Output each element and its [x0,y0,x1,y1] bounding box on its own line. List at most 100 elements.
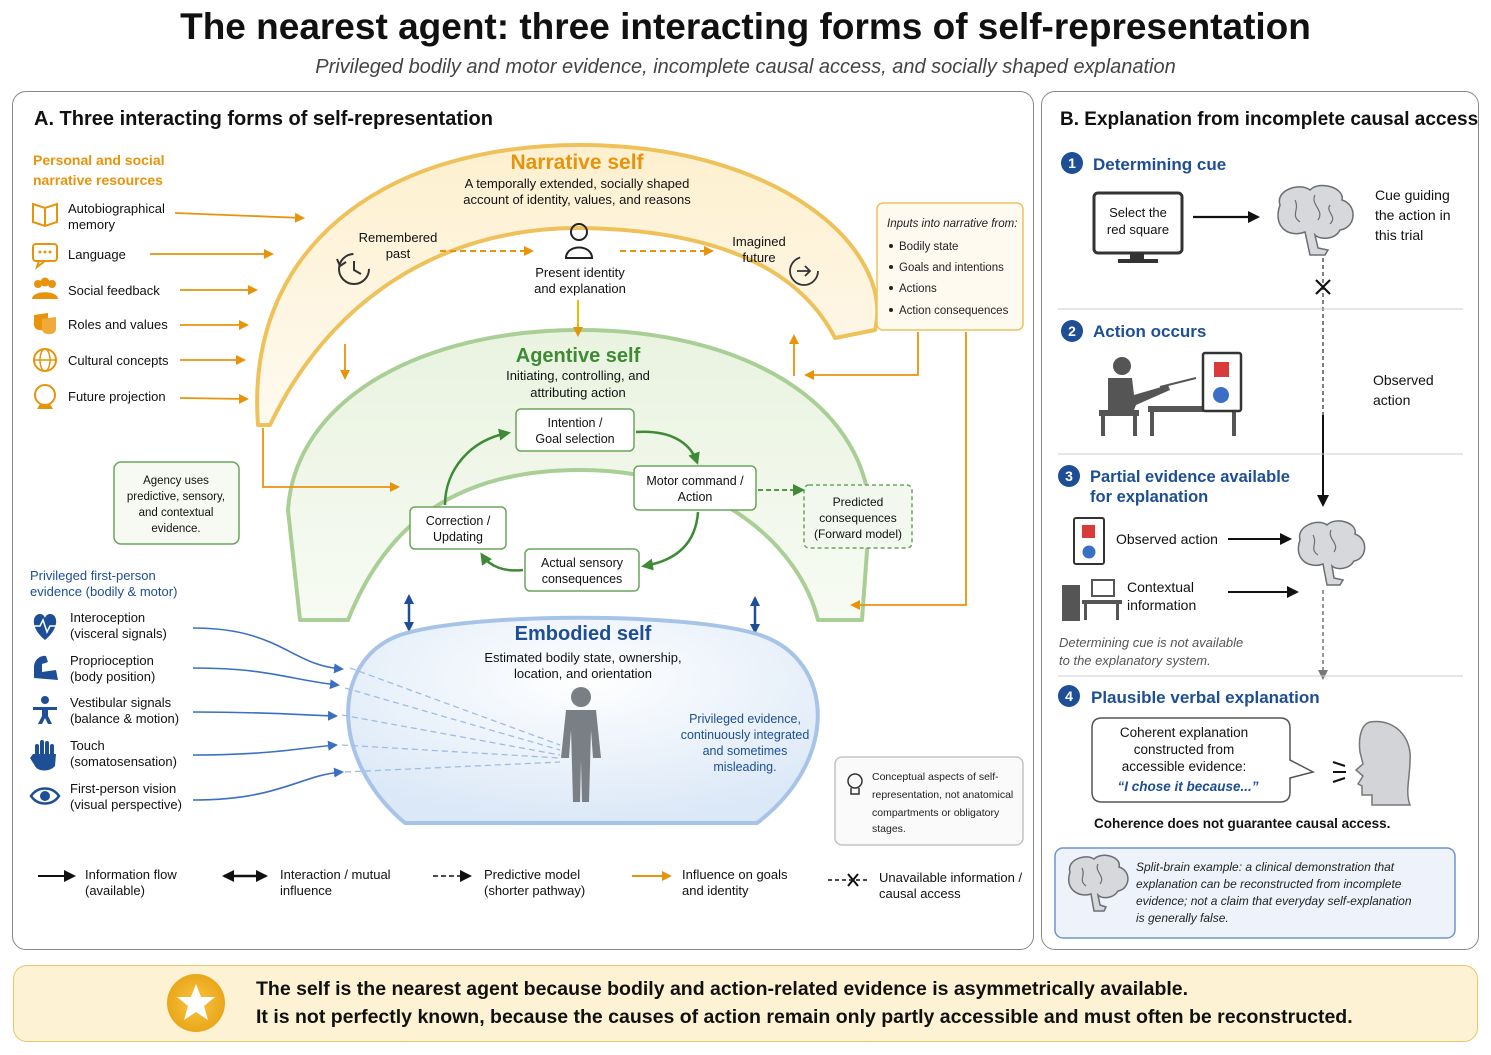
predicted-box [803,484,913,549]
resources-heading-2: narrative resources [33,172,163,188]
legend-3b: (shorter pathway) [484,883,585,898]
panel-a-title: A. Three interacting forms of self-repre… [34,108,493,130]
bubble-quote: “I chose it because...” [1117,779,1258,794]
step3-context-1: Contextual [1127,579,1194,595]
resource-label-1b: memory [68,217,115,232]
resource-label-1a: Autobiographical [68,201,165,216]
bullet [889,308,893,312]
footer-line-1: The self is the nearest agent because bo… [256,978,1189,1000]
human-figure-icon [561,687,601,802]
star-badge-icon [167,974,225,1032]
embodied-note-1: Privileged evidence, [689,712,801,726]
bullet [889,244,893,248]
observed-action-icon [1073,517,1105,565]
evidence-arrow-4 [192,740,338,756]
concept-note-1: Conceptual aspects of self- [872,771,999,783]
resource-arrow-1 [174,212,305,223]
future-arrow-icon [789,256,819,286]
sensory-line1: Actual sensory [541,556,624,570]
embodied-self-desc-2: location, and orientation [514,666,652,681]
remembered-past-line1: Remembered [359,230,438,245]
step2-badge [1061,320,1083,342]
panel-b-title: B. Explanation from incomplete causal ac… [1060,109,1478,130]
narrative-self-desc-2: account of identity, values, and reasons [463,192,691,207]
motor-to-sensory-arrow [641,511,700,571]
predicted-line3: (Forward model) [814,527,902,541]
embodied-note-3: and sometimes [703,744,788,758]
embodied-self-desc-1: Estimated bodily state, ownership, [484,650,681,665]
step1-num: 1 [1068,155,1076,171]
evidence-label-3a: Vestibular signals [70,695,172,710]
legend-4b: and identity [682,883,749,898]
present-identity-line1: Present identity [535,265,625,280]
evidence-label-2b: (body position) [70,669,155,684]
embodied-note-4: misleading. [713,760,776,774]
agency-note-1: Agency uses [143,475,209,487]
page-title: The nearest agent: three interacting for… [180,6,1311,47]
predicted-line2: consequences [819,511,896,525]
heart-icon [33,614,57,640]
concept-note-box [834,756,1024,846]
resource-arrow-6 [179,393,249,404]
embodied-self-title: Embodied self [515,623,652,645]
correction-to-intention-arrow [443,428,511,506]
resource-label-6: Future projection [68,389,166,404]
evidence-label-4b: (somatosensation) [70,754,177,769]
book-icon [32,202,58,228]
evidence-label-1a: Interoception [70,610,145,625]
split-brain-box [1054,847,1456,939]
step2-title: Action occurs [1093,322,1206,341]
narrative-to-agency-arrow [262,428,400,492]
blocked-dashed-icon [828,873,868,887]
step3-note-1: Determining cue is not available [1059,635,1243,650]
intention-box [515,408,635,452]
resource-label-5: Cultural concepts [68,353,169,368]
evidence-label-1b: (visceral signals) [70,626,167,641]
split-brain-1: Split-brain example: a clinical demonstr… [1136,860,1395,874]
evidence-label-3b: (balance & motion) [70,711,179,726]
inputs-item-2: Goals and intentions [899,262,1004,274]
step1-badge [1061,152,1083,174]
inputs-to-agentive-arrow [804,332,919,380]
agency-note-2: predictive, sensory, [127,491,225,503]
footer-text: The self is the nearest agent because bo… [256,975,1353,1031]
brain-icon [1297,520,1366,586]
agency-note-4: evidence. [151,523,200,535]
coherence-note: Coherence does not guarantee causal acce… [1094,816,1390,831]
legend-1b: (available) [85,883,145,898]
evidence-rays [341,667,561,773]
intention-line2: Goal selection [535,432,614,446]
embodied-note-2: continuously integrated [681,728,810,742]
footer-banner [13,965,1478,1042]
speech-bubble [1091,717,1316,803]
screen-line1: Select the [1109,205,1167,220]
correction-line1: Correction / [426,514,491,528]
step4-title: Plausible verbal explanation [1091,688,1320,707]
step1-note-2: the action in [1375,207,1451,223]
legend-2b: influence [280,883,332,898]
inputs-box-title: Inputs into narrative from: [887,218,1017,230]
crystal-ball-icon [34,384,56,409]
footer-line-2: It is not perfectly known, because the c… [256,1006,1353,1028]
brain-icon [1067,854,1129,912]
resources-heading-1: Personal and social [33,152,165,168]
bullet [889,265,893,269]
agentive-self-desc-2: attributing action [530,385,625,400]
evidence-label-5b: (visual perspective) [70,797,182,812]
monitor-icon [1092,191,1184,263]
narrative-self-desc-1: A temporally extended, socially shaped [465,176,690,191]
resource-label-2: Language [68,247,126,262]
step3-title-1: Partial evidence available [1090,468,1290,486]
evidence-arrow-2 [192,667,340,690]
agentive-self-title: Agentive self [516,345,641,367]
stimulus-screen-icon [1201,351,1243,413]
step2-num: 2 [1068,323,1076,339]
context-icon [1062,579,1122,621]
person-outline-icon [564,223,594,259]
blocked-x-icon [1315,279,1331,295]
legend-5a: Unavailable information / [879,870,1022,885]
page-subtitle: Privileged bodily and motor evidence, in… [315,56,1176,78]
remembered-past-line2: past [386,246,411,261]
agentive-self-desc-1: Initiating, controlling, and [506,368,650,383]
flexed-arm-icon [34,655,58,680]
